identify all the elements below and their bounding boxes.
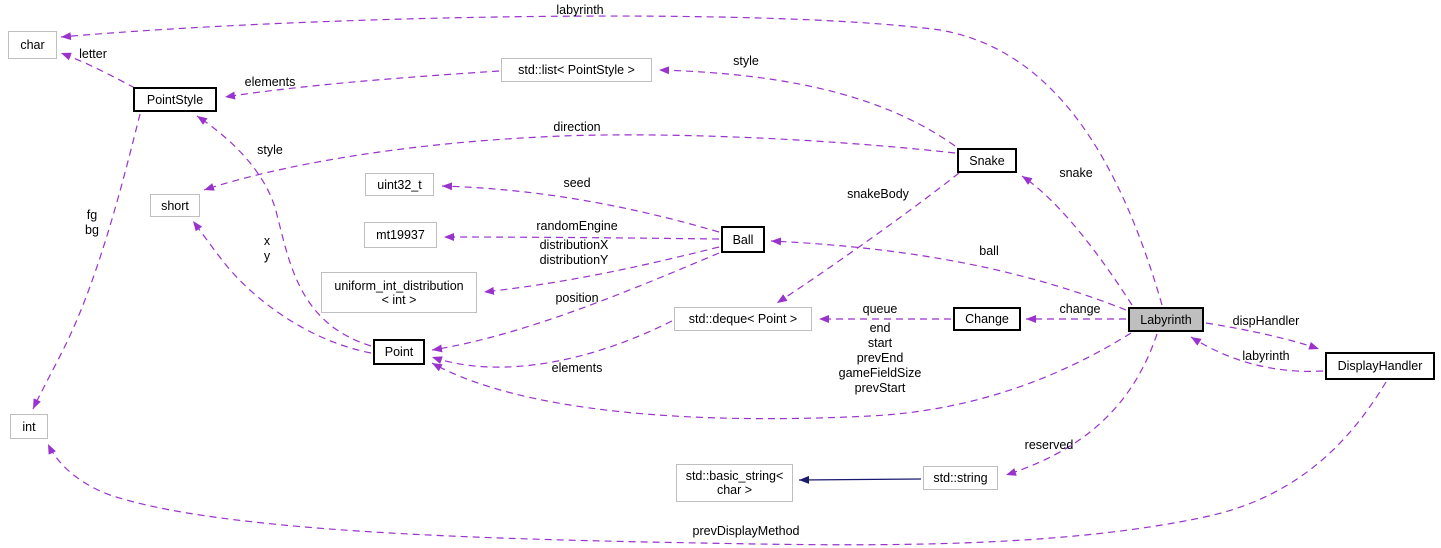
- edge-ball-uint32-seed: [441, 182, 720, 233]
- edge-label-position: position: [555, 291, 599, 305]
- edge-snake-deque-snakebody: [776, 172, 960, 304]
- edge-labyrinth-snake: [1021, 175, 1133, 306]
- node-uniform-int-distribution: uniform_int_distribution < int >: [321, 272, 477, 313]
- edge-deque-point-elements: [431, 320, 673, 368]
- edge-labyrinth-ball: [770, 237, 1127, 311]
- edge-label-ball: ball: [979, 244, 999, 258]
- edge-pointstyle-char-letter: [60, 52, 136, 89]
- node-snake[interactable]: Snake: [957, 148, 1017, 173]
- edge-label-prevdisplaymethod: prevDisplayMethod: [692, 524, 800, 538]
- edge-ball-mt19937-randomengine: [443, 233, 720, 242]
- node-int: int: [10, 414, 48, 439]
- edge-label-snakebody: snakeBody: [847, 187, 909, 201]
- edge-point-pointstyle-style: [196, 115, 372, 347]
- edge-pointstyle-int-fgbg: [32, 113, 141, 410]
- edge-displayhandler-labyrinth: [1190, 336, 1324, 372]
- node-point[interactable]: Point: [373, 339, 425, 365]
- node-std-string: std::string: [923, 466, 998, 490]
- edge-label-queue: queue: [862, 302, 898, 316]
- node-std-basic-string: std::basic_string< char >: [676, 464, 793, 502]
- node-std-list-pointstyle: std::list< PointStyle >: [501, 58, 652, 82]
- node-short: short: [150, 194, 200, 217]
- edge-label-labyrinth-top: labyrinth: [556, 3, 604, 17]
- node-change[interactable]: Change: [953, 307, 1021, 331]
- edge-label-style-top: style: [733, 54, 759, 68]
- node-pointstyle[interactable]: PointStyle: [133, 87, 217, 112]
- node-mt19937: mt19937: [364, 222, 437, 248]
- edge-label-letter: letter: [79, 47, 107, 61]
- edge-label-fg-bg: fg bg: [85, 208, 99, 237]
- edge-labyrinth-string-reserved: [1005, 333, 1158, 476]
- node-displayhandler[interactable]: DisplayHandler: [1325, 352, 1435, 380]
- edge-label-reserved: reserved: [1024, 438, 1074, 452]
- edge-label-point-fields: end start prevEnd gameFieldSize prevStar…: [838, 321, 922, 395]
- edge-string-basicstring-inheritance: [798, 475, 922, 484]
- edge-label-change: change: [1059, 302, 1101, 316]
- edge-label-style-left: style: [257, 143, 283, 157]
- edge-list-pointstyle-elements: [224, 70, 500, 100]
- edge-label-labyrinth-right: labyrinth: [1242, 349, 1290, 363]
- edge-label-seed: seed: [563, 176, 591, 190]
- edge-labyrinth-point-fields: [431, 332, 1132, 420]
- node-std-deque-point: std::deque< Point >: [674, 307, 812, 331]
- edge-snake-list-style: [658, 66, 956, 147]
- node-ball[interactable]: Ball: [721, 226, 765, 253]
- edge-label-snake: snake: [1059, 166, 1093, 180]
- edge-displayhandler-int-prevdisplaymethod: [47, 381, 1387, 546]
- edge-snake-short-direction: [203, 134, 956, 191]
- edge-label-randomengine: randomEngine: [536, 219, 618, 233]
- edge-ball-uniform-distribution: [483, 246, 720, 295]
- edge-point-short-xy: [192, 220, 372, 354]
- node-char: char: [8, 31, 57, 59]
- edge-label-disphandler: dispHandler: [1232, 314, 1300, 328]
- edge-labyrinth-displayhandler: [1205, 322, 1320, 350]
- edge-label-distribution-x-y: distributionX distributionY: [539, 238, 609, 267]
- edge-label-elements-bottom: elements: [551, 361, 603, 375]
- edge-label-elements-top: elements: [244, 75, 296, 89]
- node-labyrinth-focus: Labyrinth: [1128, 307, 1204, 332]
- edge-ball-point-position: [431, 252, 720, 353]
- edge-labyrinth-char: [60, 15, 1163, 306]
- edge-label-x-y: x y: [263, 234, 271, 263]
- edge-label-direction: direction: [553, 120, 601, 134]
- node-uint32-t: uint32_t: [365, 173, 434, 196]
